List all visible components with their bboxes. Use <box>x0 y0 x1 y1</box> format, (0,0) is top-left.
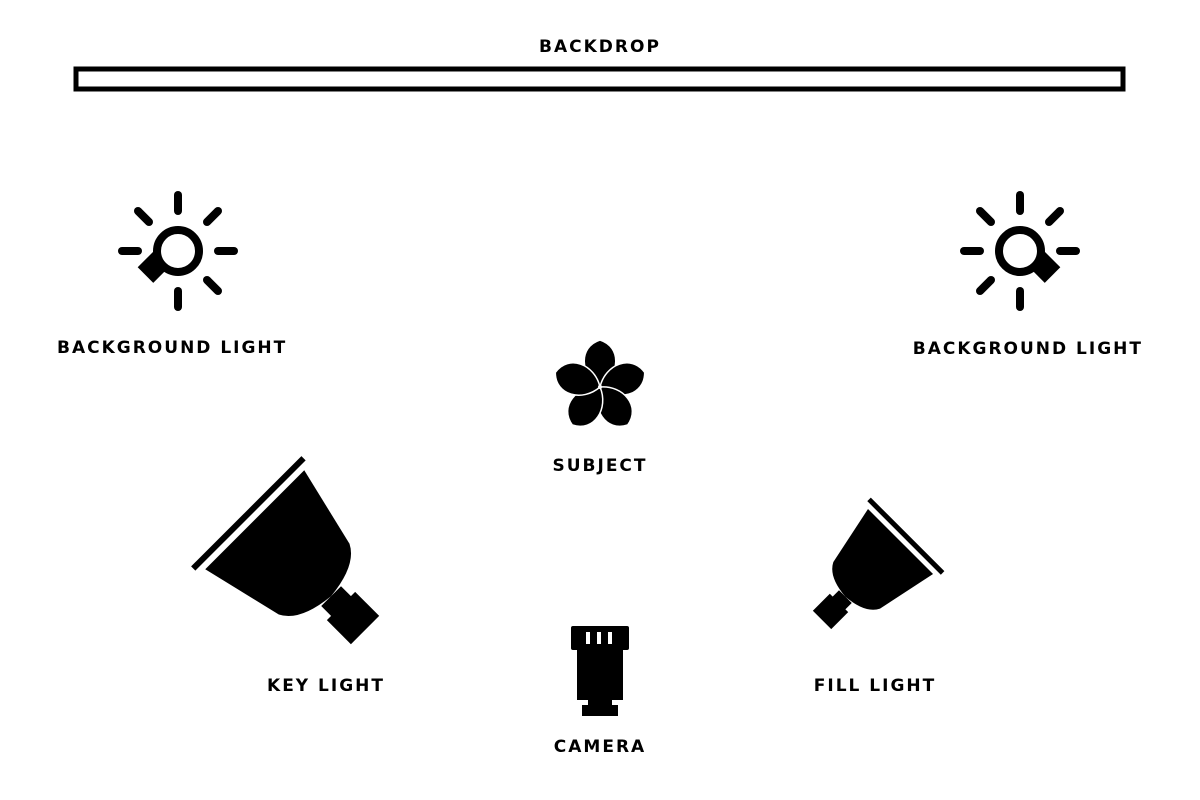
camera-icon <box>571 626 629 716</box>
background-light-left-label: BACKGROUND LIGHT <box>57 338 287 358</box>
background-light-right: BACKGROUND LIGHT <box>913 191 1143 359</box>
fill-light-label: FILL LIGHT <box>814 676 936 696</box>
backdrop-panel <box>73 66 1126 92</box>
spotlight-icon <box>812 497 945 630</box>
lightbulb-icon <box>118 191 238 311</box>
camera: CAMERA <box>554 626 646 757</box>
lightbulb-icon <box>960 191 1080 311</box>
subject-label: SUBJECT <box>552 456 647 476</box>
subject: SUBJECT <box>552 339 647 476</box>
key-light-label: KEY LIGHT <box>267 676 385 696</box>
flower-icon <box>554 339 646 428</box>
backdrop: BACKDROP <box>73 37 1126 92</box>
fill-light: FILL LIGHT <box>812 497 945 696</box>
background-light-right-label: BACKGROUND LIGHT <box>913 339 1143 359</box>
background-light-left: BACKGROUND LIGHT <box>57 191 287 358</box>
backdrop-label: BACKDROP <box>539 37 661 57</box>
key-light: KEY LIGHT <box>191 456 385 696</box>
spotlight-icon <box>191 456 380 645</box>
camera-label: CAMERA <box>554 737 646 757</box>
